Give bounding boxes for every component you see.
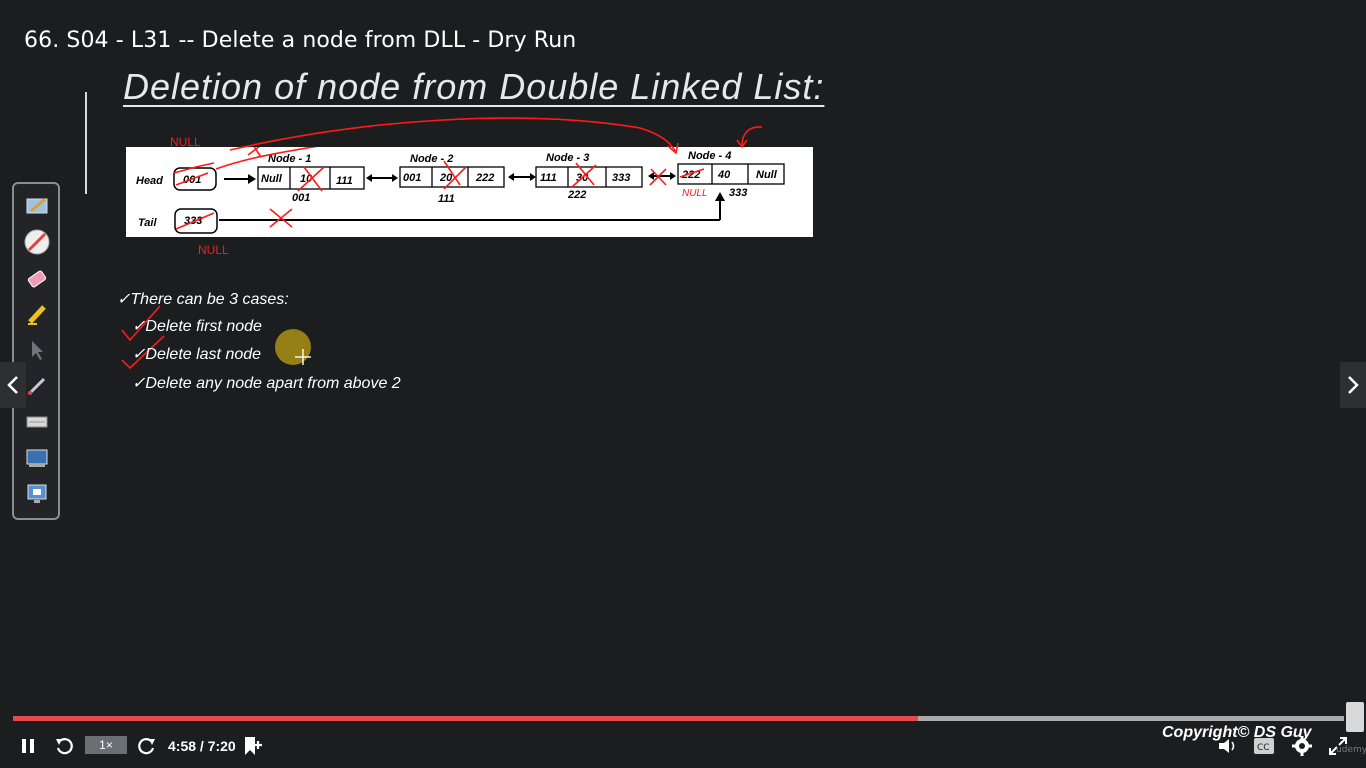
node1-next: 111 [336, 175, 353, 187]
node2-next: 222 [475, 172, 494, 184]
player-controls: 1× 4:58 / 7:20 Copyright© DS Guy CC udem… [0, 724, 1366, 768]
annotation-toolbar [12, 182, 60, 520]
annotation-null-2: NULL [198, 243, 229, 257]
case-item-1: ✓Delete first node [132, 316, 262, 336]
cases-intro: ✓There can be 3 cases: [117, 289, 289, 309]
forward-5-button[interactable] [136, 735, 158, 757]
chevron-right-icon [1348, 376, 1359, 394]
screen-icon[interactable] [23, 480, 51, 508]
slide-heading: Deletion of node from Double Linked List… [123, 66, 825, 107]
forward-icon [138, 738, 155, 755]
copyright-overlay: Copyright© DS Guy [1162, 724, 1312, 741]
node3-title: Node - 3 [546, 152, 589, 164]
video-progress-bar[interactable] [13, 716, 1344, 721]
node2-address: 111 [438, 193, 455, 205]
case-text-2: Delete last node [145, 346, 262, 363]
node3-address: 222 [567, 189, 586, 201]
node3-next: 333 [612, 172, 630, 184]
crosshair-cursor-icon [295, 349, 311, 365]
previous-lecture-button[interactable] [0, 362, 26, 408]
case-item-2: ✓Delete last node [132, 344, 261, 364]
node4-address: 333 [729, 187, 747, 199]
check-mark: ✓ [132, 318, 146, 335]
closed-captions-icon: CC [1254, 738, 1274, 754]
cases-intro-text: There can be 3 cases: [130, 291, 289, 308]
node2-data: 20 [439, 172, 453, 184]
highlighter-icon[interactable] [23, 300, 51, 328]
check-mark: ✓ [132, 346, 146, 363]
pause-button[interactable] [18, 736, 38, 756]
case-text-1: Delete first node [145, 318, 262, 335]
pen-disabled-icon[interactable] [23, 228, 51, 256]
gear-icon [1292, 736, 1312, 756]
pen-icon[interactable] [23, 372, 51, 400]
next-lecture-button[interactable] [1340, 362, 1366, 408]
expand-icon [1329, 737, 1347, 755]
node1-address: 001 [292, 192, 310, 204]
eraser-icon[interactable] [23, 264, 51, 292]
settings-button[interactable] [1290, 734, 1314, 758]
node4-data: 40 [717, 169, 731, 181]
case-item-3: ✓Delete any node apart from above 2 [132, 373, 401, 393]
node2-title: Node - 2 [410, 153, 453, 165]
svg-text:CC: CC [1257, 743, 1270, 753]
rewind-icon [56, 738, 73, 755]
pointer-icon[interactable] [23, 336, 51, 364]
add-bookmark-button[interactable] [241, 734, 265, 758]
volume-button[interactable] [1216, 736, 1240, 756]
mini-thumbnail[interactable] [1346, 702, 1364, 732]
notepad-icon[interactable] [23, 192, 51, 220]
video-title: 66. S04 - L31 -- Delete a node from DLL … [24, 28, 577, 53]
playback-speed-button[interactable]: 1× [85, 736, 127, 754]
video-progress-fill [13, 716, 919, 721]
tail-box [174, 208, 218, 234]
fullscreen-button[interactable] [1326, 734, 1350, 758]
volume-icon [1219, 739, 1235, 753]
node1-prev: Null [261, 173, 283, 185]
node2-prev: 001 [403, 172, 421, 184]
check-mark: ✓ [132, 375, 146, 392]
check-mark: ✓ [117, 291, 131, 308]
keyboard-icon[interactable] [23, 408, 51, 436]
rewind-5-button[interactable] [53, 735, 75, 757]
case-text-3: Delete any node apart from above 2 [145, 375, 401, 392]
pause-icon [22, 739, 34, 753]
node3-prev: 111 [540, 172, 557, 184]
bookmark-plus-icon [245, 737, 262, 755]
node4-next: Null [756, 169, 778, 181]
whiteboard-icon[interactable] [23, 444, 51, 472]
annotation-null-4: NULL [682, 188, 708, 199]
timecode: 4:58 / 7:20 [168, 738, 236, 754]
node4-title: Node - 4 [688, 150, 731, 162]
udemy-watermark: udemy [1336, 745, 1366, 755]
dll-diagram-svg: Head 001 Node - 1 Null 10 111 001 Node -… [136, 147, 785, 234]
dll-diagram: Head 001 Node - 1 Null 10 111 001 Node -… [126, 147, 813, 237]
slide-divider [85, 92, 87, 194]
tail-label: Tail [138, 217, 157, 229]
presenter-cursor-highlight [275, 329, 311, 365]
captions-button[interactable]: CC [1253, 736, 1275, 756]
chevron-left-icon [7, 376, 18, 394]
head-label: Head [136, 175, 163, 187]
node1-title: Node - 1 [268, 153, 311, 165]
